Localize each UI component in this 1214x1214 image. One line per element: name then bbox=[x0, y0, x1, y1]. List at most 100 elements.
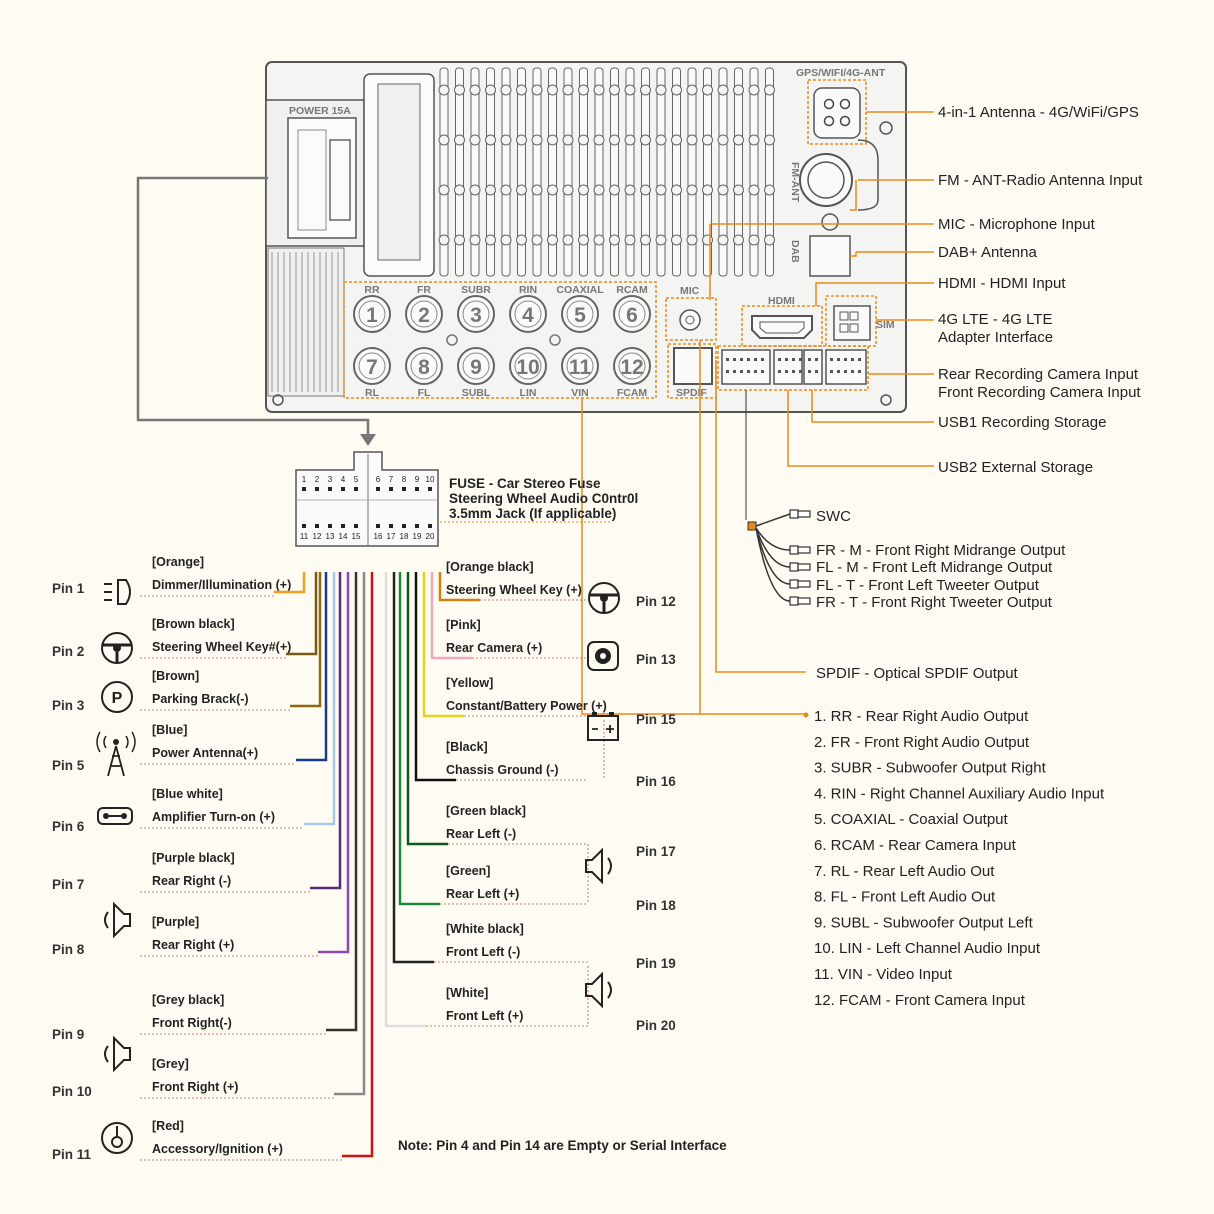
wire bbox=[422, 572, 464, 718]
callout-fm-antenna: FM - ANT-Radio Antenna Input bbox=[938, 172, 1143, 189]
wire-color-label: [Blue white] bbox=[152, 787, 223, 801]
rca-port-group bbox=[343, 281, 657, 399]
pin-label: Pin 1 bbox=[52, 581, 85, 596]
callout-adapter-interface: Adapter Interface bbox=[938, 329, 1053, 346]
callout-hdmi: HDMI - HDMI Input bbox=[938, 275, 1066, 292]
steering-wheel-icon bbox=[588, 582, 620, 614]
port-bottom-label: VIN bbox=[571, 387, 589, 399]
connector-pin-number: 11 bbox=[300, 532, 309, 541]
port-bottom-label: SUBL bbox=[462, 387, 491, 399]
connector-pin-number: 16 bbox=[374, 532, 383, 541]
wire bbox=[296, 572, 328, 762]
hdmi-label: HDMI bbox=[768, 295, 795, 307]
dab-connector bbox=[809, 235, 851, 277]
head-unit: POWER 15A GPS/WIFI/4G-ANT FM-ANT DAB MIC… bbox=[265, 61, 907, 413]
pin-label: Pin 8 bbox=[52, 942, 85, 957]
right-wire-group: [Orange black]Steering Wheel Key (+)Pin … bbox=[384, 560, 676, 1033]
port-number: 2 bbox=[418, 304, 430, 327]
wire-color-label: [Purple] bbox=[152, 915, 199, 929]
wire-function-label: Rear Left (+) bbox=[446, 887, 519, 901]
wire bbox=[438, 572, 480, 602]
wire-color-label: [Black] bbox=[446, 740, 488, 754]
callout-labels: 4-in-1 Antenna - 4G/WiFi/GPS FM - ANT-Ra… bbox=[938, 104, 1143, 476]
audio-port-item: 5. COAXIAL - Coaxial Output bbox=[814, 811, 1009, 828]
connector-pin-number: 10 bbox=[426, 475, 435, 484]
usb-port bbox=[825, 349, 867, 385]
sim-label: SIM bbox=[876, 319, 895, 331]
connector-pin-number: 7 bbox=[389, 475, 394, 484]
wire-function-label: Rear Camera (+) bbox=[446, 641, 542, 655]
connector-pin-number: 20 bbox=[426, 532, 435, 541]
speaker-icon bbox=[585, 847, 612, 885]
wire-function-label: Constant/Battery Power (+) bbox=[446, 699, 607, 713]
port-bottom-label: LIN bbox=[520, 387, 537, 399]
hdmi-port bbox=[751, 315, 813, 339]
port-number: 11 bbox=[569, 356, 592, 379]
antenna-tower-icon bbox=[96, 731, 136, 777]
wire-function-label: Front Right (+) bbox=[152, 1080, 238, 1094]
callout-usb1: USB1 Recording Storage bbox=[938, 414, 1106, 431]
wire-color-label: [White black] bbox=[446, 922, 524, 936]
wire bbox=[392, 572, 434, 964]
audio-port-item: 7. RL - Rear Left Audio Out bbox=[814, 863, 995, 880]
wire-function-label: Front Left (-) bbox=[446, 945, 520, 959]
audio-port-item: 12. FCAM - Front Camera Input bbox=[814, 992, 1026, 1009]
wire-function-label: Accessory/Ignition (+) bbox=[152, 1142, 283, 1156]
audio-port-item: 11. VIN - Video Input bbox=[814, 966, 953, 983]
camera-icon bbox=[587, 641, 619, 671]
wire bbox=[326, 572, 358, 1032]
pin-note: Note: Pin 4 and Pin 14 are Empty or Seri… bbox=[398, 1138, 727, 1153]
rca-ports: RR17RLFR28FLSUBR39SUBLRIN410LINCOAXIAL51… bbox=[353, 284, 651, 399]
callout-usb2: USB2 External Storage bbox=[938, 459, 1093, 476]
usb-port bbox=[803, 349, 823, 385]
callout-dab: DAB+ Antenna bbox=[938, 244, 1037, 261]
port-number: 1 bbox=[366, 304, 378, 327]
wire-color-label: [Yellow] bbox=[446, 676, 493, 690]
pin-label: Pin 5 bbox=[52, 758, 85, 773]
wire-color-label: [Green black] bbox=[446, 804, 526, 818]
svg-text:P: P bbox=[112, 690, 123, 707]
connector-pin-number: 13 bbox=[326, 532, 335, 541]
wire-color-label: [White] bbox=[446, 986, 488, 1000]
pin-label: Pin 11 bbox=[52, 1147, 92, 1162]
wire-color-label: [Brown] bbox=[152, 669, 199, 683]
mic-jack bbox=[679, 309, 701, 331]
connector-pin-number: 6 bbox=[376, 475, 381, 484]
swc-output-fl-m: FL - M - Front Left Midrange Output bbox=[816, 559, 1053, 576]
wire-function-label: Chassis Ground (-) bbox=[446, 763, 559, 777]
audio-port-item: 9. SUBL - Subwoofer Output Left bbox=[814, 914, 1034, 931]
wire bbox=[318, 572, 350, 954]
wire-color-label: [Blue] bbox=[152, 723, 187, 737]
wire bbox=[406, 572, 448, 846]
pin-label: Pin 2 bbox=[52, 644, 84, 659]
wire-color-label: [Orange black] bbox=[446, 560, 534, 574]
port-top-label: SUBR bbox=[461, 284, 491, 296]
audio-port-item: 10. LIN - Left Channel Audio Input bbox=[814, 940, 1041, 957]
callout-front-recording-camera: Front Recording Camera Input bbox=[938, 384, 1141, 401]
callout-4g-lte: 4G LTE - 4G LTE bbox=[938, 311, 1052, 328]
power-15a-label: POWER 15A bbox=[289, 105, 351, 117]
wire-color-label: [Purple black] bbox=[152, 851, 235, 865]
speaker-icon bbox=[104, 1035, 131, 1073]
wire bbox=[414, 572, 456, 782]
ignition-key-icon bbox=[101, 1122, 133, 1154]
spdif-label: SPDIF bbox=[676, 387, 708, 399]
swc-output-fr-t: FR - T - Front Right Tweeter Output bbox=[816, 594, 1053, 611]
port-top-label: RIN bbox=[519, 284, 537, 296]
port-bottom-label: FL bbox=[418, 387, 431, 399]
port-top-label: FR bbox=[417, 284, 431, 296]
wire-function-label: Steering Wheel Key (+) bbox=[446, 583, 582, 597]
wire bbox=[384, 572, 426, 1028]
battery-icon bbox=[587, 712, 619, 741]
wire-color-label: [Green] bbox=[446, 864, 490, 878]
callout-leaders bbox=[581, 111, 934, 715]
speaker-icon bbox=[585, 971, 612, 1009]
port-top-label: RCAM bbox=[616, 284, 648, 296]
wire-color-label: [Red] bbox=[152, 1119, 184, 1133]
wire-function-label: Rear Right (-) bbox=[152, 874, 231, 888]
port-number: 5 bbox=[574, 304, 586, 327]
pin-label: Pin 9 bbox=[52, 1027, 84, 1042]
